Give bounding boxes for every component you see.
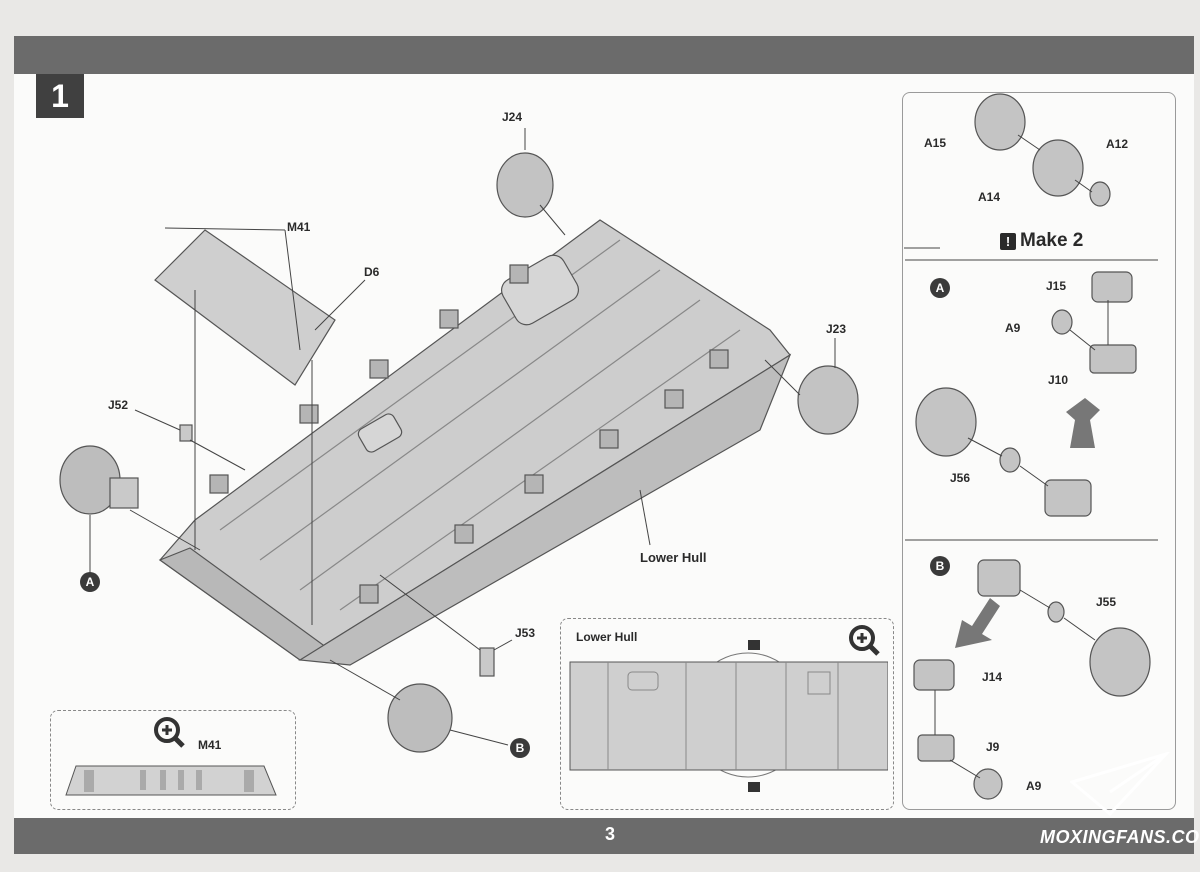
arrow-icon [748, 640, 760, 650]
j56-part [999, 447, 1021, 473]
label-a12: A12 [1106, 137, 1129, 151]
j53-part [479, 647, 495, 677]
label-a9-b: A9 [1026, 779, 1042, 793]
section-a-letter: A [930, 278, 950, 298]
j10-part [1089, 344, 1137, 374]
label-j23: J23 [826, 322, 847, 336]
detail-title-lower-hull: Lower Hull [576, 630, 638, 644]
m41-detail-drawing [65, 765, 277, 796]
a14-part [1032, 139, 1084, 197]
arrow-icon [748, 782, 760, 792]
step-number: 1 [36, 74, 84, 118]
detail-label-m41: M41 [198, 738, 222, 752]
a9-part [1051, 309, 1073, 335]
label-j24: J24 [502, 110, 523, 124]
j52-part [179, 424, 193, 442]
j14-part [913, 659, 955, 691]
label-j55: J55 [1096, 595, 1117, 609]
m41-part [154, 229, 336, 386]
label-m41: M41 [287, 220, 311, 234]
a15-part [974, 93, 1026, 151]
make-2-title: ! Make 2 [1000, 230, 1083, 252]
j15-part [1091, 271, 1133, 303]
paper-plane-logo-icon [1070, 752, 1170, 816]
arrow-icon [955, 598, 1000, 648]
label-lower-hull: Lower Hull [640, 550, 707, 565]
j24-part [496, 152, 554, 218]
bottom-band [14, 818, 1194, 854]
label-j52: J52 [108, 398, 129, 412]
j55-part [1047, 601, 1065, 623]
callout-a: A [80, 572, 100, 592]
arrow-icon [1066, 398, 1100, 448]
lower-hull-detail-drawing [569, 640, 888, 792]
label-j56: J56 [950, 471, 971, 485]
label-a14: A14 [978, 190, 1001, 204]
section-b-letter: B [930, 556, 950, 576]
detail-panel-m41 [50, 710, 296, 810]
label-j10: J10 [1048, 373, 1069, 387]
label-j9: J9 [986, 740, 1000, 754]
a12-part [1089, 181, 1111, 207]
label-j53: J53 [515, 626, 536, 640]
label-j15: J15 [1046, 279, 1067, 293]
make-2-label: Make 2 [1020, 230, 1084, 251]
watermark: MOXINGFANS.COM [1040, 827, 1200, 847]
label-a9: A9 [1005, 321, 1021, 335]
detail-panel-lower-hull [560, 618, 894, 810]
wheel-b-part [387, 683, 453, 753]
zoom-plus-icon [154, 717, 185, 748]
j9-part [917, 734, 955, 762]
label-d6: D6 [364, 265, 380, 279]
top-band [14, 36, 1194, 74]
j23-part [797, 365, 859, 435]
warning-icon: ! [1000, 232, 1016, 250]
label-j14: J14 [982, 670, 1003, 684]
label-a15: A15 [924, 136, 947, 150]
zoom-plus-icon [849, 625, 880, 656]
page-number: 3 [604, 824, 615, 844]
callout-b: B [510, 738, 530, 758]
